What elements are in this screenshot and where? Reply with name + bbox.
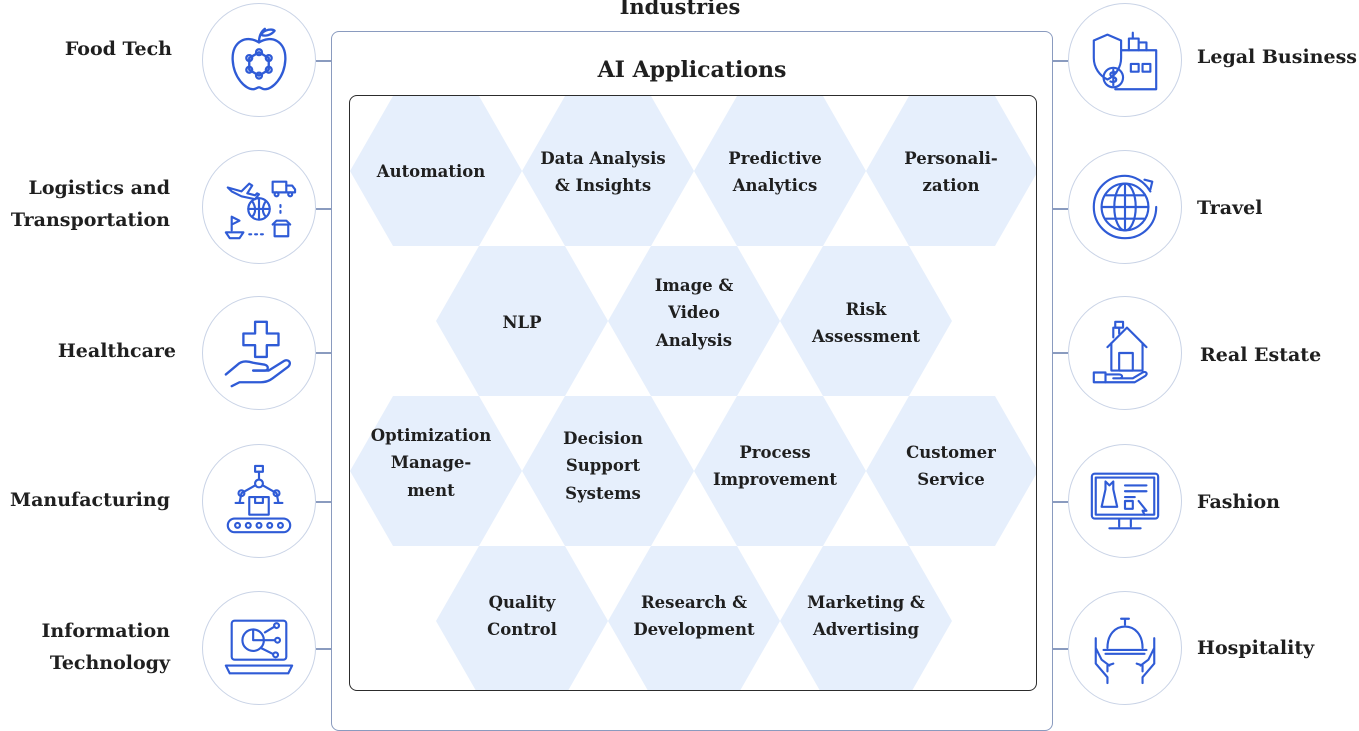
laptop-chart-icon	[202, 591, 316, 705]
house-hand-icon	[1068, 296, 1182, 410]
globe-rotate-icon	[1068, 150, 1182, 264]
application-label: Personali- zation	[904, 148, 998, 195]
industry-label: Legal Business	[1197, 46, 1357, 68]
application-label: Data Analysis & Insights	[540, 148, 666, 195]
service-bell-hands-icon	[1068, 591, 1182, 705]
application-label: Automation	[376, 162, 486, 182]
ai-applications-panel: Automation Data Analysis & Insights Pred…	[349, 95, 1037, 691]
application-label: Decision Support Systems	[563, 429, 643, 503]
industry-label: Hospitality	[1197, 637, 1315, 659]
application-label: NLP	[502, 313, 542, 333]
logistics-globe-icon	[202, 150, 316, 264]
application-label: Marketing & Advertising	[807, 592, 925, 639]
application-label: Optimization Manage- ment	[370, 426, 492, 500]
hex-image-video	[608, 246, 780, 396]
connector	[1052, 648, 1068, 650]
hex-predictive-analytics	[694, 96, 866, 246]
industry-label: Food Tech	[64, 38, 172, 60]
connector	[316, 60, 332, 62]
apple-molecule-icon	[202, 3, 316, 117]
industry-label: Real Estate	[1200, 344, 1322, 366]
connector	[316, 352, 332, 354]
hex-risk-assessment	[780, 246, 952, 396]
monitor-dress-icon	[1068, 444, 1182, 558]
industry-label: Healthcare	[57, 340, 176, 362]
application-label: Risk Assessment	[811, 299, 921, 346]
application-label: Process Improvement	[712, 442, 838, 489]
industries-title: Industries	[619, 0, 741, 19]
application-label: Customer Service	[906, 442, 996, 489]
connector	[1052, 208, 1068, 210]
industry-label: Information Technology	[41, 620, 170, 675]
hand-medical-cross-icon	[202, 296, 316, 410]
connector	[1052, 352, 1068, 354]
industry-label: Logistics and Transportation	[10, 177, 170, 232]
robot-arm-conveyor-icon	[202, 444, 316, 558]
ai-applications-title: AI Applications	[597, 57, 787, 83]
application-label: Predictive Analytics	[728, 148, 822, 195]
connector	[316, 501, 332, 503]
application-label: Research & Development	[633, 592, 755, 639]
application-label: Image & Video Analysis	[654, 276, 734, 350]
shield-building-dollar-icon	[1068, 3, 1182, 117]
connector	[1052, 60, 1068, 62]
connector	[316, 208, 332, 210]
industry-label: Fashion	[1197, 491, 1280, 513]
industry-label: Manufacturing	[10, 489, 170, 511]
hex-data-analysis	[522, 96, 694, 246]
industry-label: Travel	[1197, 197, 1263, 219]
connector	[1052, 501, 1068, 503]
connector	[316, 648, 332, 650]
hex-decision-support	[522, 396, 694, 546]
hex-process-improvement	[694, 396, 866, 546]
application-label: Quality Control	[487, 592, 557, 639]
